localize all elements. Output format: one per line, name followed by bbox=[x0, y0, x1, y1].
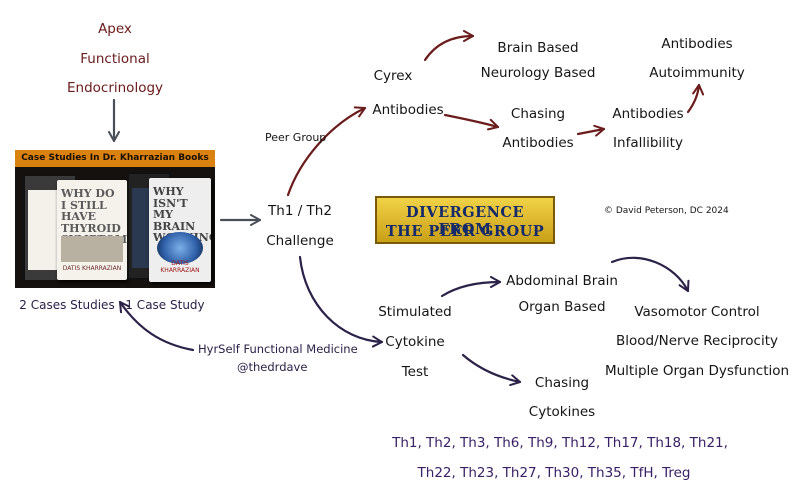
endocrinology-label: Endocrinology bbox=[66, 80, 164, 96]
copyright-label: © David Peterson, DC 2024 bbox=[604, 206, 729, 216]
brain-book-cover: WHY ISN'T MY BRAIN WORKING? DATIS KHARRA… bbox=[149, 178, 211, 282]
infallibility-label: Infallibility bbox=[613, 135, 683, 151]
stimulated-label: Stimulated bbox=[378, 304, 452, 320]
cyrex-label: Cyrex bbox=[373, 68, 413, 84]
antibodies-top-label: Antibodies bbox=[661, 36, 733, 52]
vasomotor-label: Vasomotor Control bbox=[634, 304, 760, 320]
thyroid-book-author: DATIS KHARRAZIAN bbox=[62, 265, 122, 272]
brain-based-label: Brain Based bbox=[497, 40, 579, 56]
one-case-study-label: 1 Case Study bbox=[125, 298, 205, 312]
cyrex-antibodies-label: Antibodies bbox=[372, 102, 444, 118]
organ-based-label: Organ Based bbox=[518, 299, 606, 315]
arrow-chasing-to-infallibility bbox=[576, 124, 606, 137]
chasing-label: Chasing bbox=[510, 106, 566, 122]
autoimmunity-label: Autoimmunity bbox=[649, 65, 745, 81]
th-list-line-1: Th1, Th2, Th3, Th6, Th9, Th12, Th17, Th1… bbox=[392, 435, 728, 451]
blood-nerve-label: Blood/Nerve Reciprocity bbox=[616, 333, 778, 349]
arrow-challenge-to-stimulated bbox=[298, 255, 384, 348]
badge-line-2: the Peer Group bbox=[385, 223, 545, 240]
hyrself-label: HyrSelf Functional Medicine bbox=[198, 342, 358, 356]
arrow-cyrex-to-chasing-antibodies bbox=[443, 113, 500, 131]
multiple-organ-label: Multiple Organ Dysfunction bbox=[604, 363, 790, 379]
arrow-infallibility-to-autoimmunity bbox=[686, 83, 705, 114]
arrow-stimulated-to-books bbox=[118, 300, 195, 352]
neurology-based-label: Neurology Based bbox=[480, 65, 596, 81]
chasing-cytokines-label: Cytokines bbox=[528, 404, 596, 420]
two-case-studies-label: 2 Cases Studies bbox=[19, 298, 115, 312]
handle-label: @thedrdave bbox=[237, 360, 308, 374]
challenge-label: Challenge bbox=[266, 233, 334, 249]
chasing-antibodies-label: Antibodies bbox=[502, 135, 574, 151]
brain-book-author: DATIS KHARRAZIAN bbox=[160, 260, 200, 274]
badge-line-1: Divergence from bbox=[406, 204, 524, 238]
book-banner: Case Studies In Dr. Kharrazian Books bbox=[15, 150, 215, 167]
peer-group-label: Peer Group bbox=[265, 131, 327, 144]
apex-label: Apex bbox=[98, 21, 132, 37]
arrow-stimulated-to-abdominal bbox=[440, 276, 502, 298]
th1-th2-label: Th1 / Th2 bbox=[268, 203, 332, 219]
th-list-line-2: Th22, Th23, Th27, Th30, Th35, TfH, Treg bbox=[417, 465, 691, 481]
antibodies-label: Antibodies bbox=[612, 106, 684, 122]
arrow-abdominal-to-vasomotor bbox=[610, 256, 690, 293]
functional-label: Functional bbox=[80, 51, 150, 67]
divergence-badge: Divergence from the Peer Group bbox=[375, 196, 555, 244]
arrow-cyrex-to-brain-based bbox=[423, 30, 475, 62]
brain-image bbox=[157, 232, 203, 264]
arrow-stimulated-to-chasing-cytokines bbox=[461, 353, 522, 387]
chasing-cytokines-top-label: Chasing bbox=[534, 375, 590, 391]
thyroid-book-cover: WHY DO I STILL HAVE THYROID SYMPTOMS? DA… bbox=[57, 180, 127, 280]
arrow-challenge-to-cyrex bbox=[286, 106, 367, 197]
abdominal-brain-label: Abdominal Brain bbox=[506, 273, 618, 289]
cytokine-label: Cytokine bbox=[385, 334, 445, 350]
test-label: Test bbox=[401, 364, 429, 380]
book-covers-image: Case Studies In Dr. Kharrazian Books WHY… bbox=[15, 150, 215, 288]
